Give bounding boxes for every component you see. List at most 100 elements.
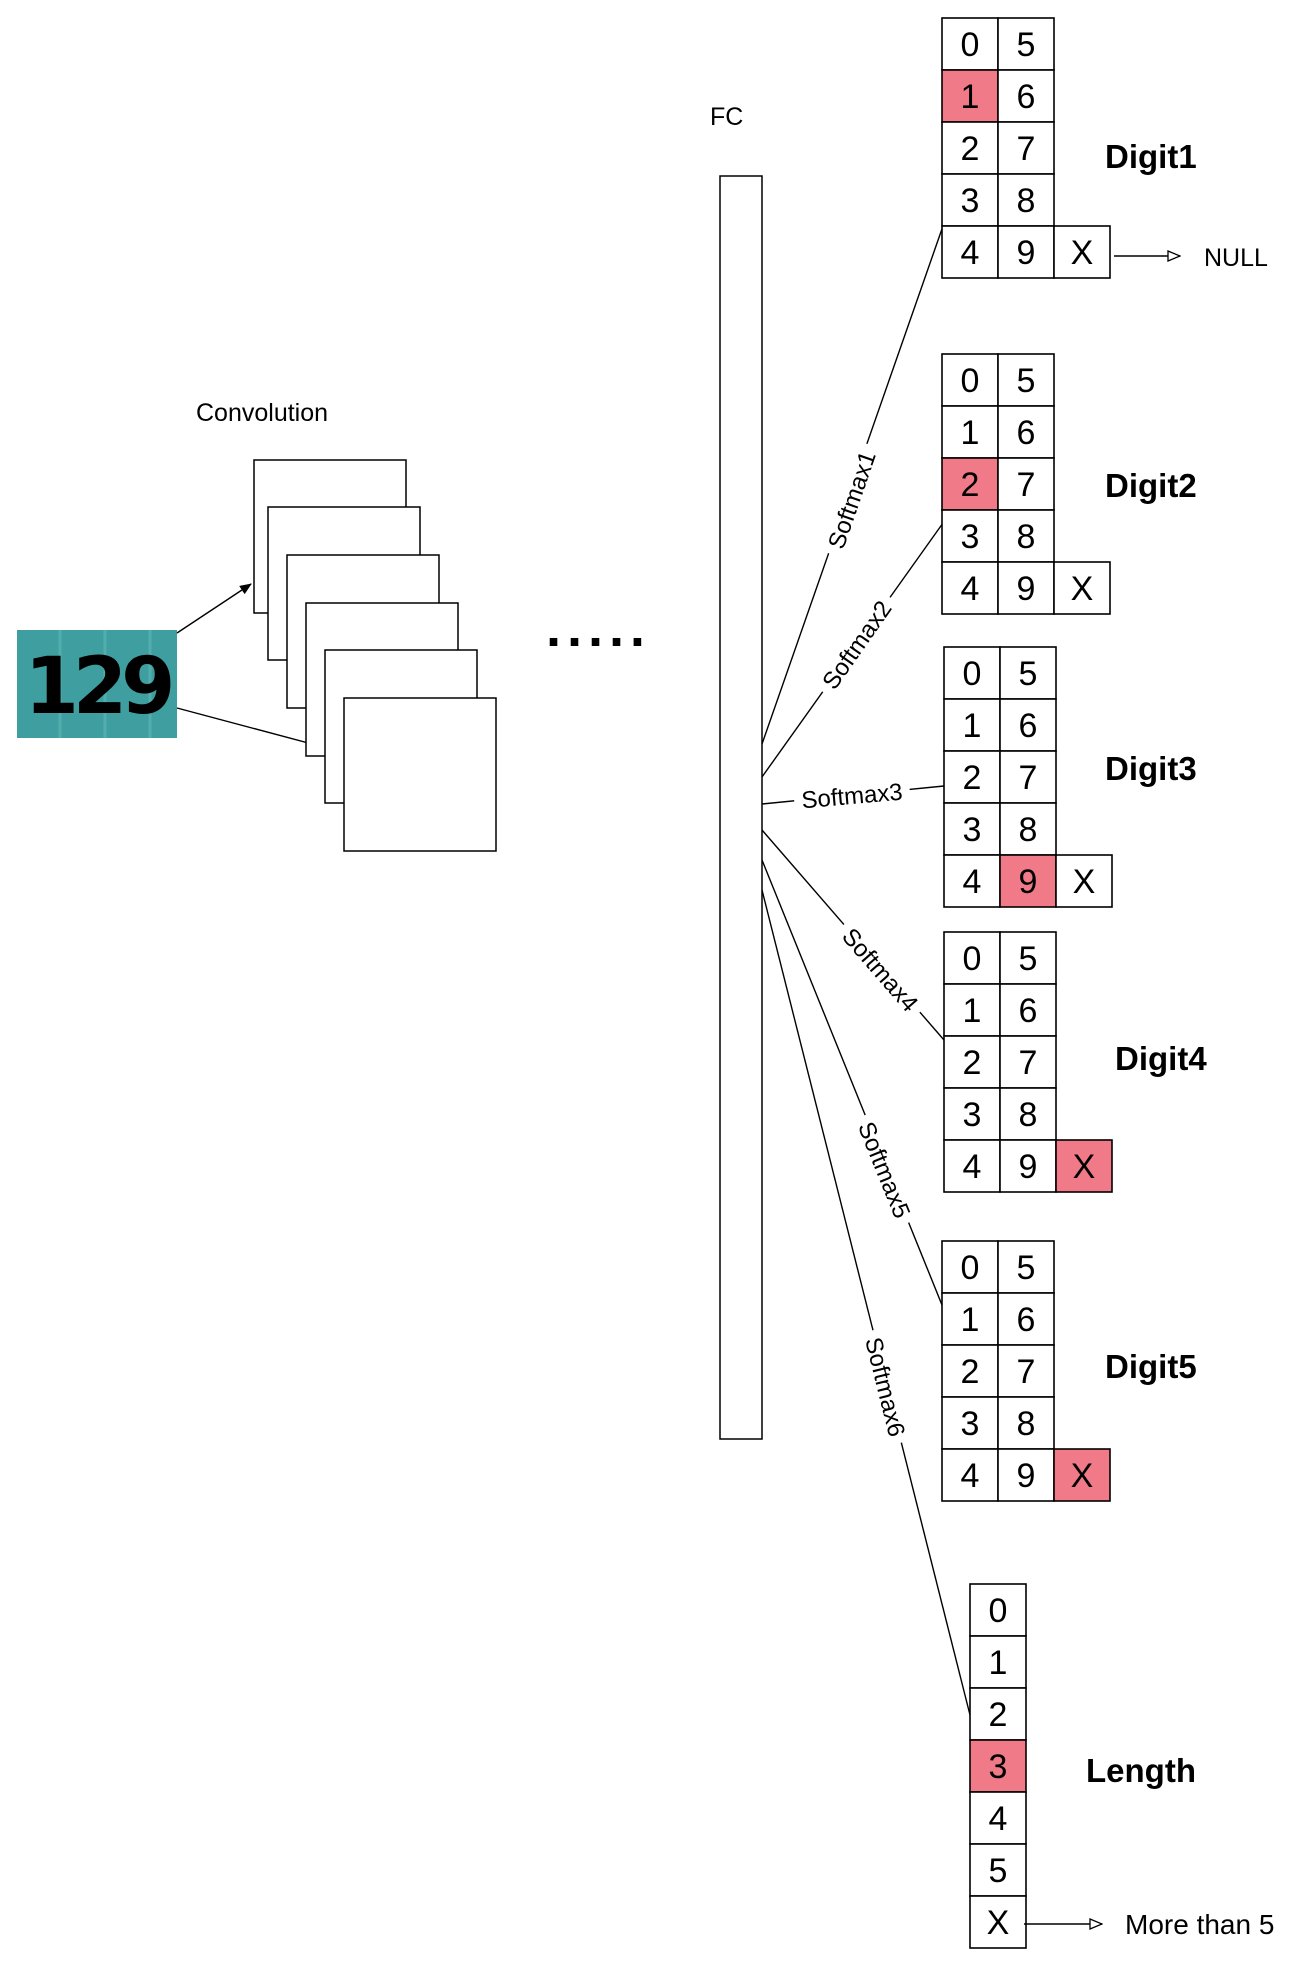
softmax1-label: Softmax1 bbox=[823, 448, 882, 553]
table-cell bbox=[999, 931, 1057, 985]
table-cell bbox=[999, 983, 1057, 1037]
digit2-label: Digit2 bbox=[1105, 467, 1197, 504]
cell-value: 9 bbox=[1017, 234, 1036, 272]
softmax4-label-group: Softmax4 bbox=[831, 917, 929, 1023]
cell-value: 0 bbox=[961, 362, 980, 400]
table-cell bbox=[941, 1292, 999, 1346]
table-cell bbox=[999, 750, 1057, 804]
cell-value: 3 bbox=[961, 182, 980, 220]
table-cell bbox=[969, 1687, 1027, 1741]
table-cell bbox=[1053, 225, 1111, 279]
softmax5-label-group: Softmax5 bbox=[849, 1110, 919, 1230]
table-cell bbox=[941, 225, 999, 279]
cell-value: 2 bbox=[961, 1353, 980, 1391]
cell-value: 3 bbox=[961, 518, 980, 556]
softmax6-label-group: Softmax6 bbox=[857, 1327, 913, 1447]
table-cell bbox=[997, 17, 1055, 71]
fc-layer-bar bbox=[719, 175, 763, 1440]
table-cell bbox=[999, 802, 1057, 856]
table-cell bbox=[943, 931, 1001, 985]
convolution-label: Convolution bbox=[196, 399, 328, 427]
cell-value: 8 bbox=[1017, 1405, 1036, 1443]
cell-value: 5 bbox=[1017, 362, 1036, 400]
cell-value: 4 bbox=[961, 1457, 980, 1495]
cell-value: 2 bbox=[961, 466, 980, 504]
cell-value: 4 bbox=[989, 1800, 1008, 1838]
table-cell bbox=[941, 1344, 999, 1398]
table-cell bbox=[969, 1635, 1027, 1689]
table-cell bbox=[997, 69, 1055, 123]
cell-value: 9 bbox=[1017, 1457, 1036, 1495]
cell-value: 9 bbox=[1017, 570, 1036, 608]
table-cell bbox=[997, 457, 1055, 511]
cell-value: 6 bbox=[1017, 414, 1036, 452]
table-cell bbox=[999, 1035, 1057, 1089]
cell-value: 3 bbox=[963, 1096, 982, 1134]
softmax6-label: Softmax6 bbox=[859, 1335, 910, 1440]
cell-value: 3 bbox=[989, 1748, 1008, 1786]
cell-value: 9 bbox=[1019, 863, 1038, 901]
table-cell bbox=[969, 1895, 1027, 1949]
digit1-label: Digit1 bbox=[1105, 138, 1197, 175]
cell-value: 1 bbox=[963, 707, 982, 745]
digit3-label: Digit3 bbox=[1105, 750, 1197, 787]
cell-value: 5 bbox=[1019, 655, 1038, 693]
table-cell bbox=[969, 1791, 1027, 1845]
cell-value: 6 bbox=[1017, 1301, 1036, 1339]
cell-value: 1 bbox=[961, 414, 980, 452]
table-cell bbox=[997, 173, 1055, 227]
ellipsis: ····· bbox=[546, 612, 651, 672]
length-label: Length bbox=[1086, 1752, 1196, 1789]
table-cell bbox=[997, 225, 1055, 279]
softmax2-label: Softmax2 bbox=[817, 596, 897, 695]
cell-value: 7 bbox=[1019, 759, 1038, 797]
cell-value: 4 bbox=[961, 234, 980, 272]
table-cell bbox=[969, 1583, 1027, 1637]
cell-value: 5 bbox=[1019, 940, 1038, 978]
softmax3-label: Softmax3 bbox=[800, 779, 903, 815]
table-cell bbox=[997, 1448, 1055, 1502]
table-cell bbox=[941, 405, 999, 459]
cell-value: 2 bbox=[963, 1044, 982, 1082]
cell-value: 0 bbox=[963, 655, 982, 693]
table-cell bbox=[997, 1240, 1055, 1294]
cell-value: 5 bbox=[1017, 26, 1036, 64]
table-cell bbox=[997, 1396, 1055, 1450]
table-cell bbox=[997, 1344, 1055, 1398]
table-cell bbox=[943, 1139, 1001, 1193]
more-than-5-label: More than 5 bbox=[1125, 1909, 1274, 1940]
table-cell bbox=[997, 1292, 1055, 1346]
table-cell bbox=[999, 1139, 1057, 1193]
table-cell bbox=[997, 353, 1055, 407]
table-cell bbox=[943, 802, 1001, 856]
cell-value: 5 bbox=[1017, 1249, 1036, 1287]
table-cell bbox=[941, 353, 999, 407]
fc-label: FC bbox=[710, 103, 743, 131]
softmax1-label-group: Softmax1 bbox=[819, 440, 885, 560]
cell-value: 7 bbox=[1017, 1353, 1036, 1391]
cell-value: 0 bbox=[961, 26, 980, 64]
cell-value: 1 bbox=[963, 992, 982, 1030]
predicted-cell bbox=[1055, 1139, 1113, 1193]
softmax2-label-group: Softmax2 bbox=[812, 589, 902, 701]
cell-value: 1 bbox=[961, 1301, 980, 1339]
cell-value: X bbox=[1073, 863, 1096, 901]
cell-value: 4 bbox=[961, 570, 980, 608]
table-cell bbox=[943, 854, 1001, 908]
cell-value: 4 bbox=[963, 863, 982, 901]
null-label: NULL bbox=[1204, 244, 1268, 272]
cell-value: 7 bbox=[1017, 466, 1036, 504]
input-image: 129 bbox=[17, 630, 177, 738]
cell-value: 6 bbox=[1019, 707, 1038, 745]
input-image-digits: 129 bbox=[25, 642, 172, 732]
predicted-cell bbox=[1053, 1448, 1111, 1502]
cell-value: 1 bbox=[989, 1644, 1008, 1682]
table-cell bbox=[941, 1396, 999, 1450]
table-cell bbox=[999, 1087, 1057, 1141]
softmax3-label-group: Softmax3 bbox=[793, 776, 911, 816]
cell-value: 0 bbox=[961, 1249, 980, 1287]
